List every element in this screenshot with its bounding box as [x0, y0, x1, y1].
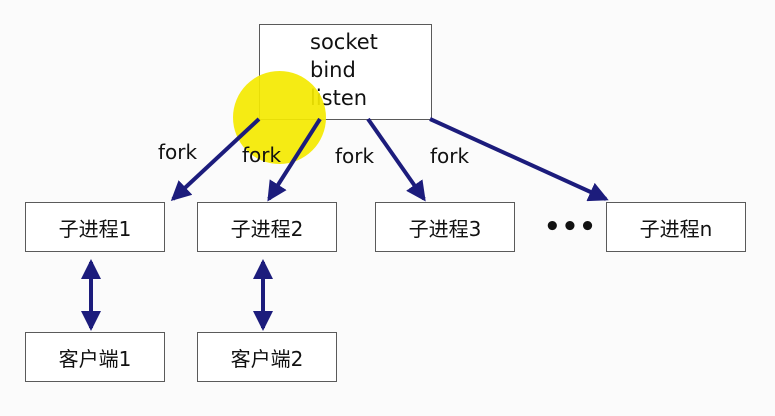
fork-label-n: fork — [430, 144, 470, 168]
fork-label-3: fork — [335, 144, 375, 168]
client-1: 客户端1 — [25, 332, 165, 382]
cursor-highlight — [233, 71, 326, 164]
client-2: 客户端2 — [197, 332, 337, 382]
child-process-3: 子进程3 — [375, 202, 515, 252]
server-line-socket: socket — [310, 30, 378, 54]
child-process-2: 子进程2 — [197, 202, 337, 252]
fork-arrow-2 — [267, 117, 322, 202]
server-line-bind: bind — [310, 58, 356, 82]
fork-arrow-n — [429, 117, 609, 202]
child-process-1: 子进程1 — [25, 202, 165, 252]
ellipsis: ••• — [544, 212, 597, 242]
fork-label-1: fork — [158, 140, 198, 164]
child-process-n: 子进程n — [606, 202, 746, 252]
fork-label-2: fork — [242, 143, 282, 167]
fork-arrow-1 — [170, 117, 261, 202]
fork-arrow-3 — [366, 117, 426, 202]
